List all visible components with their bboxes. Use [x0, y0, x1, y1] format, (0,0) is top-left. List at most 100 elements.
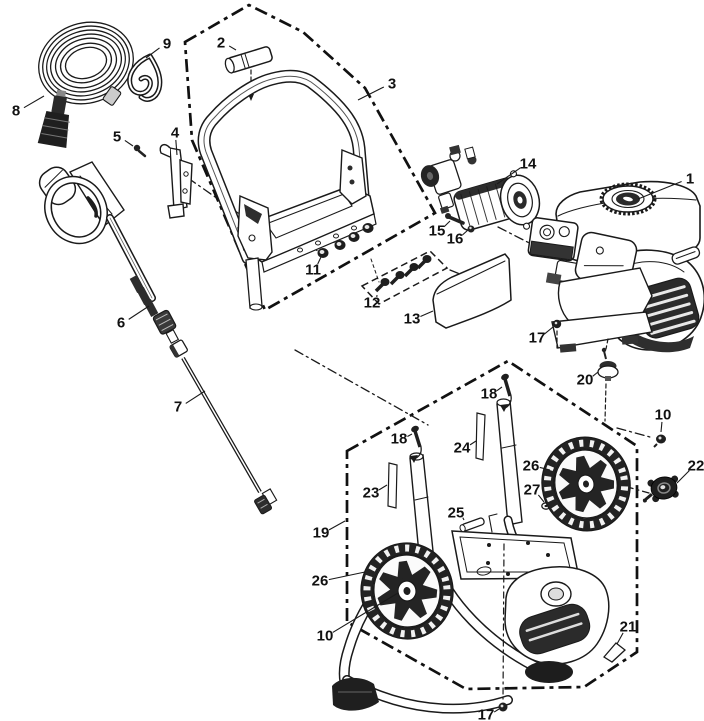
handle-assembly [197, 69, 377, 311]
leader-line [124, 139, 134, 147]
pin-part [459, 517, 485, 533]
foot-part [597, 338, 619, 422]
callout-10: 10 [317, 592, 399, 645]
arrow-icon [410, 455, 418, 463]
leader-line [443, 220, 451, 228]
leader-line [537, 494, 545, 503]
leader-line [676, 470, 690, 484]
frame-front-foot [332, 677, 379, 711]
callout-number: 4 [171, 125, 180, 142]
callout-9: 9 [145, 36, 171, 59]
hose-part [37, 21, 134, 149]
callout-26: 26 [312, 571, 366, 590]
grip-part [224, 46, 273, 101]
callout-18: 18 [391, 431, 413, 448]
leader-line [328, 520, 346, 531]
bracket-part [159, 143, 193, 219]
callout-16: 16 [447, 229, 469, 248]
gun-coupler [129, 275, 180, 344]
callout-13: 13 [404, 310, 434, 328]
callout-number: 11 [305, 262, 321, 279]
callout-number: 24 [454, 440, 471, 457]
leader-line [185, 390, 206, 404]
callout-1: 1 [637, 171, 694, 200]
callout-11: 11 [305, 256, 322, 279]
callout-2: 2 [217, 35, 237, 52]
leader-line [462, 517, 465, 521]
callout-number: 18 [391, 431, 408, 448]
callout-23: 23 [363, 484, 388, 502]
leader-line [660, 421, 663, 433]
callout-number: 17 [529, 330, 546, 347]
callout-24: 24 [454, 440, 477, 457]
frame-right-tube [496, 400, 523, 526]
leader-line [420, 310, 434, 318]
callout-number: 9 [163, 36, 171, 53]
callout-number: 7 [174, 399, 182, 416]
engine-block [557, 267, 653, 323]
callout-number: 22 [688, 458, 704, 475]
leader-line [592, 371, 599, 377]
leader-line [539, 466, 551, 471]
assembly-box-frame [345, 359, 639, 691]
callout-15: 15 [429, 220, 451, 240]
leader-line [23, 95, 45, 109]
engine-base [551, 311, 653, 349]
wand-part [169, 339, 278, 515]
leader-line [496, 167, 521, 185]
callout-25: 25 [448, 505, 465, 522]
decal-part-24 [475, 412, 486, 461]
leader-line [332, 592, 399, 633]
leader-line [317, 256, 322, 265]
callout-number: 2 [217, 35, 225, 52]
cap-part [642, 475, 679, 503]
decal-part-21 [603, 642, 627, 663]
engine-bolt-part-top [552, 319, 562, 349]
callout-number: 16 [447, 231, 464, 248]
leader-line [378, 484, 388, 491]
arrow-icon [500, 404, 508, 412]
leader-line [175, 139, 178, 156]
callout-4: 4 [171, 125, 180, 156]
leader-line [145, 47, 160, 59]
callout-14: 14 [496, 156, 537, 185]
callout-number: 12 [364, 295, 381, 312]
callout-5: 5 [113, 129, 134, 147]
callout-number: 3 [388, 76, 396, 93]
spray-gun-part [38, 161, 180, 344]
callout-number: 15 [429, 223, 446, 240]
leader-line [407, 433, 413, 437]
callout-17: 17 [478, 707, 500, 721]
callout-22: 22 [676, 458, 704, 484]
handle-right-bracket [339, 148, 367, 205]
axle-nut-part [653, 434, 666, 448]
callout-number: 14 [520, 156, 537, 173]
callout-number: 5 [113, 129, 121, 146]
callout-number: 26 [312, 573, 329, 590]
leader-line [544, 326, 554, 335]
assembly-box-handle [183, 3, 437, 312]
callout-number: 18 [481, 386, 498, 403]
callout-6: 6 [117, 305, 150, 332]
callout-number: 27 [524, 482, 541, 499]
handle-post-stub [245, 257, 263, 309]
nuts-part [317, 223, 374, 258]
carburetor [545, 259, 582, 285]
leader-line [496, 386, 503, 392]
wheel-part-right [541, 436, 631, 532]
callout-number: 20 [577, 372, 594, 389]
panel-part [432, 253, 512, 329]
frame-rear-support [504, 566, 610, 683]
screw-part [133, 144, 147, 158]
callout-27: 27 [524, 482, 545, 503]
leader-line [469, 440, 477, 446]
leader-line [493, 708, 500, 713]
callout-number: 19 [313, 525, 330, 542]
leader-line [462, 229, 469, 236]
callout-8: 8 [12, 95, 45, 120]
callout-number: 21 [620, 619, 637, 636]
leader-line [328, 571, 366, 581]
callout-17: 17 [529, 326, 554, 347]
leader-line [228, 45, 237, 51]
